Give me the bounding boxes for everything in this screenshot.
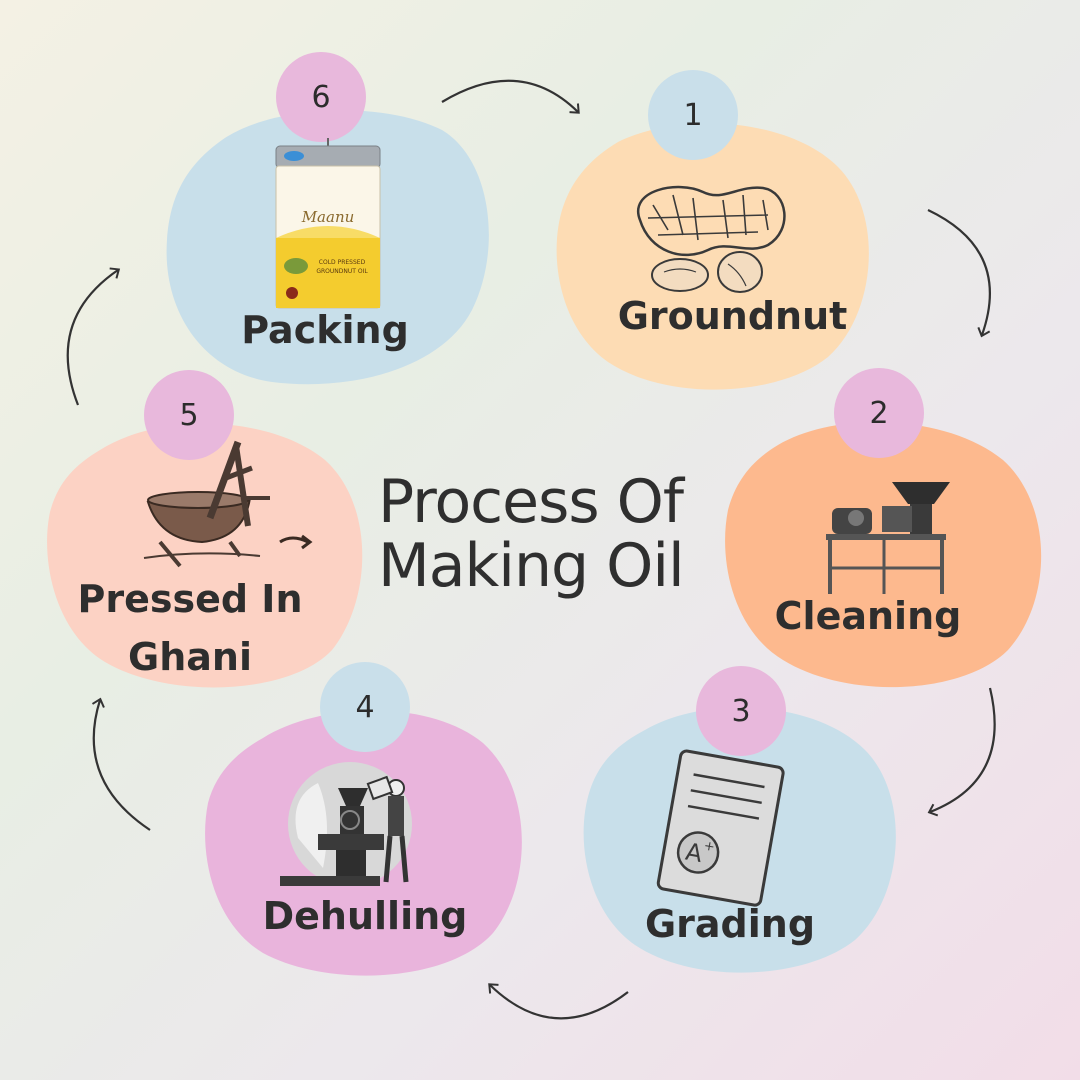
step-3-label: Grading [644,902,816,946]
step-5-label-text: Pressed In Ghani [77,577,303,679]
step-4-badge: 4 [320,662,410,752]
step-1-label: Groundnut [617,294,848,338]
title-line-1: Process Of [378,467,684,537]
step-6-badge: 6 [276,52,366,142]
step-3-badge: 3 [696,666,786,756]
svg-text:Maanu: Maanu [301,208,355,226]
dehulling-machine-icon [280,762,412,886]
arrow-1-to-2 [927,209,991,338]
diagram-title: Process Of Making Oil [378,470,718,598]
ghani-press-icon [143,440,313,568]
oil-tin-icon: Maanu COLD PRESSED GROUNDNUT OIL [275,138,381,309]
arrow-2-to-3 [927,687,996,817]
cleaning-machine-icon [826,482,950,594]
step-1-badge: 1 [648,70,738,160]
step-6-label: Packing [241,308,409,352]
svg-text:A: A [683,838,705,869]
step-2-label: Cleaning [774,594,962,638]
arrow-6-to-1 [441,79,580,114]
arrow-3-to-4 [488,983,629,1020]
step-1-blob [556,123,869,390]
svg-text:GROUNDNUT OIL: GROUNDNUT OIL [316,268,368,275]
svg-text:COLD PRESSED: COLD PRESSED [319,259,366,266]
grade-report-icon: A + [656,749,785,907]
arrow-4-to-5 [91,697,151,831]
step-5-blob [47,423,363,688]
peanut-icon [636,185,786,293]
step-2-badge: 2 [834,368,924,458]
title-line-2: Making Oil [378,531,685,601]
step-5-label: Pressed In Ghani [60,570,320,686]
step-5-badge: 5 [144,370,234,460]
svg-text:+: + [703,839,716,856]
step-4-label: Dehulling [262,894,468,938]
arrow-5-to-6 [66,267,121,406]
